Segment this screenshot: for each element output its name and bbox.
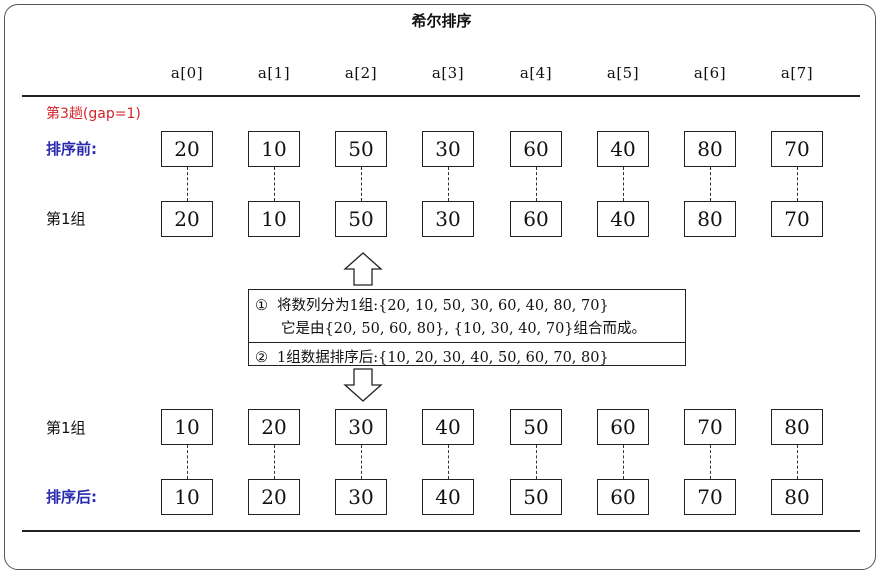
array-cell: 10: [161, 409, 213, 445]
down-arrow-icon: [343, 368, 383, 402]
array-cell: 10: [161, 479, 213, 515]
up-arrow-icon: [343, 252, 383, 286]
array-cell: 20: [161, 131, 213, 167]
array-cell: 80: [771, 479, 823, 515]
array-cell: 70: [684, 479, 736, 515]
array-cell: 50: [510, 409, 562, 445]
info-line-1-text: 将数列分为1组:{20, 10, 50, 30, 60, 40, 80, 70}: [277, 298, 609, 314]
array-cell: 30: [335, 409, 387, 445]
group-after-label: 第1组: [46, 419, 86, 437]
group-connector: [187, 445, 188, 479]
group-connector: [710, 445, 711, 479]
array-cell: 30: [422, 131, 474, 167]
pass-label: 第3趟(gap=1): [46, 106, 141, 122]
group-connector: [187, 167, 188, 201]
group-connector: [536, 445, 537, 479]
array-cell: 70: [771, 131, 823, 167]
after-label: 排序后:: [46, 488, 97, 506]
array-cell: 60: [597, 479, 649, 515]
array-cell: 50: [335, 131, 387, 167]
index-label: a[4]: [519, 64, 553, 82]
array-cell: 60: [510, 201, 562, 237]
array-cell: 40: [422, 479, 474, 515]
array-cell: 70: [771, 201, 823, 237]
group-connector: [710, 167, 711, 201]
index-label: a[3]: [431, 64, 465, 82]
info-line-3-text: 1组数据排序后:{10, 20, 30, 40, 50, 60, 70, 80}: [277, 350, 609, 366]
array-cell: 50: [335, 201, 387, 237]
bottom-divider: [22, 530, 860, 532]
group-connector: [797, 445, 798, 479]
array-cell: 30: [335, 479, 387, 515]
index-label: a[6]: [693, 64, 727, 82]
array-cell: 20: [248, 479, 300, 515]
array-cell: 40: [597, 201, 649, 237]
info-line-1: ① 将数列分为1组:{20, 10, 50, 30, 60, 40, 80, 70…: [255, 294, 609, 315]
group-connector: [361, 445, 362, 479]
before-label: 排序前:: [46, 140, 97, 158]
array-cell: 70: [684, 409, 736, 445]
diagram-frame: [4, 4, 876, 570]
group-connector: [797, 167, 798, 201]
step-1-marker: ①: [255, 298, 268, 314]
array-cell: 10: [248, 201, 300, 237]
info-box: ① 将数列分为1组:{20, 10, 50, 30, 60, 40, 80, 70…: [248, 289, 686, 366]
diagram-title: 希尔排序: [411, 12, 472, 30]
array-cell: 20: [161, 201, 213, 237]
info-section-1: ① 将数列分为1组:{20, 10, 50, 30, 60, 40, 80, 70…: [249, 290, 685, 343]
index-label: a[7]: [780, 64, 814, 82]
group-connector: [623, 445, 624, 479]
group-connector: [361, 167, 362, 201]
array-cell: 80: [684, 201, 736, 237]
array-cell: 60: [597, 409, 649, 445]
array-cell: 30: [422, 201, 474, 237]
info-line-3: ② 1组数据排序后:{10, 20, 30, 40, 50, 60, 70, 80…: [255, 346, 609, 367]
array-cell: 50: [510, 479, 562, 515]
index-label: a[1]: [257, 64, 291, 82]
group-connector: [623, 167, 624, 201]
array-cell: 40: [422, 409, 474, 445]
group-connector: [536, 167, 537, 201]
group-connector: [448, 167, 449, 201]
group-connector: [274, 445, 275, 479]
array-cell: 40: [597, 131, 649, 167]
group-connector: [274, 167, 275, 201]
info-line-2: 它是由{20, 50, 60, 80}, {10, 30, 40, 70}组合而…: [281, 321, 647, 337]
group-connector: [448, 445, 449, 479]
array-cell: 60: [510, 131, 562, 167]
index-label: a[5]: [606, 64, 640, 82]
step-2-marker: ②: [255, 350, 268, 366]
group-before-label: 第1组: [46, 210, 86, 228]
array-cell: 20: [248, 409, 300, 445]
top-divider: [22, 95, 860, 97]
array-cell: 10: [248, 131, 300, 167]
array-cell: 80: [771, 409, 823, 445]
array-cell: 80: [684, 131, 736, 167]
index-label: a[0]: [170, 64, 204, 82]
index-label: a[2]: [344, 64, 378, 82]
